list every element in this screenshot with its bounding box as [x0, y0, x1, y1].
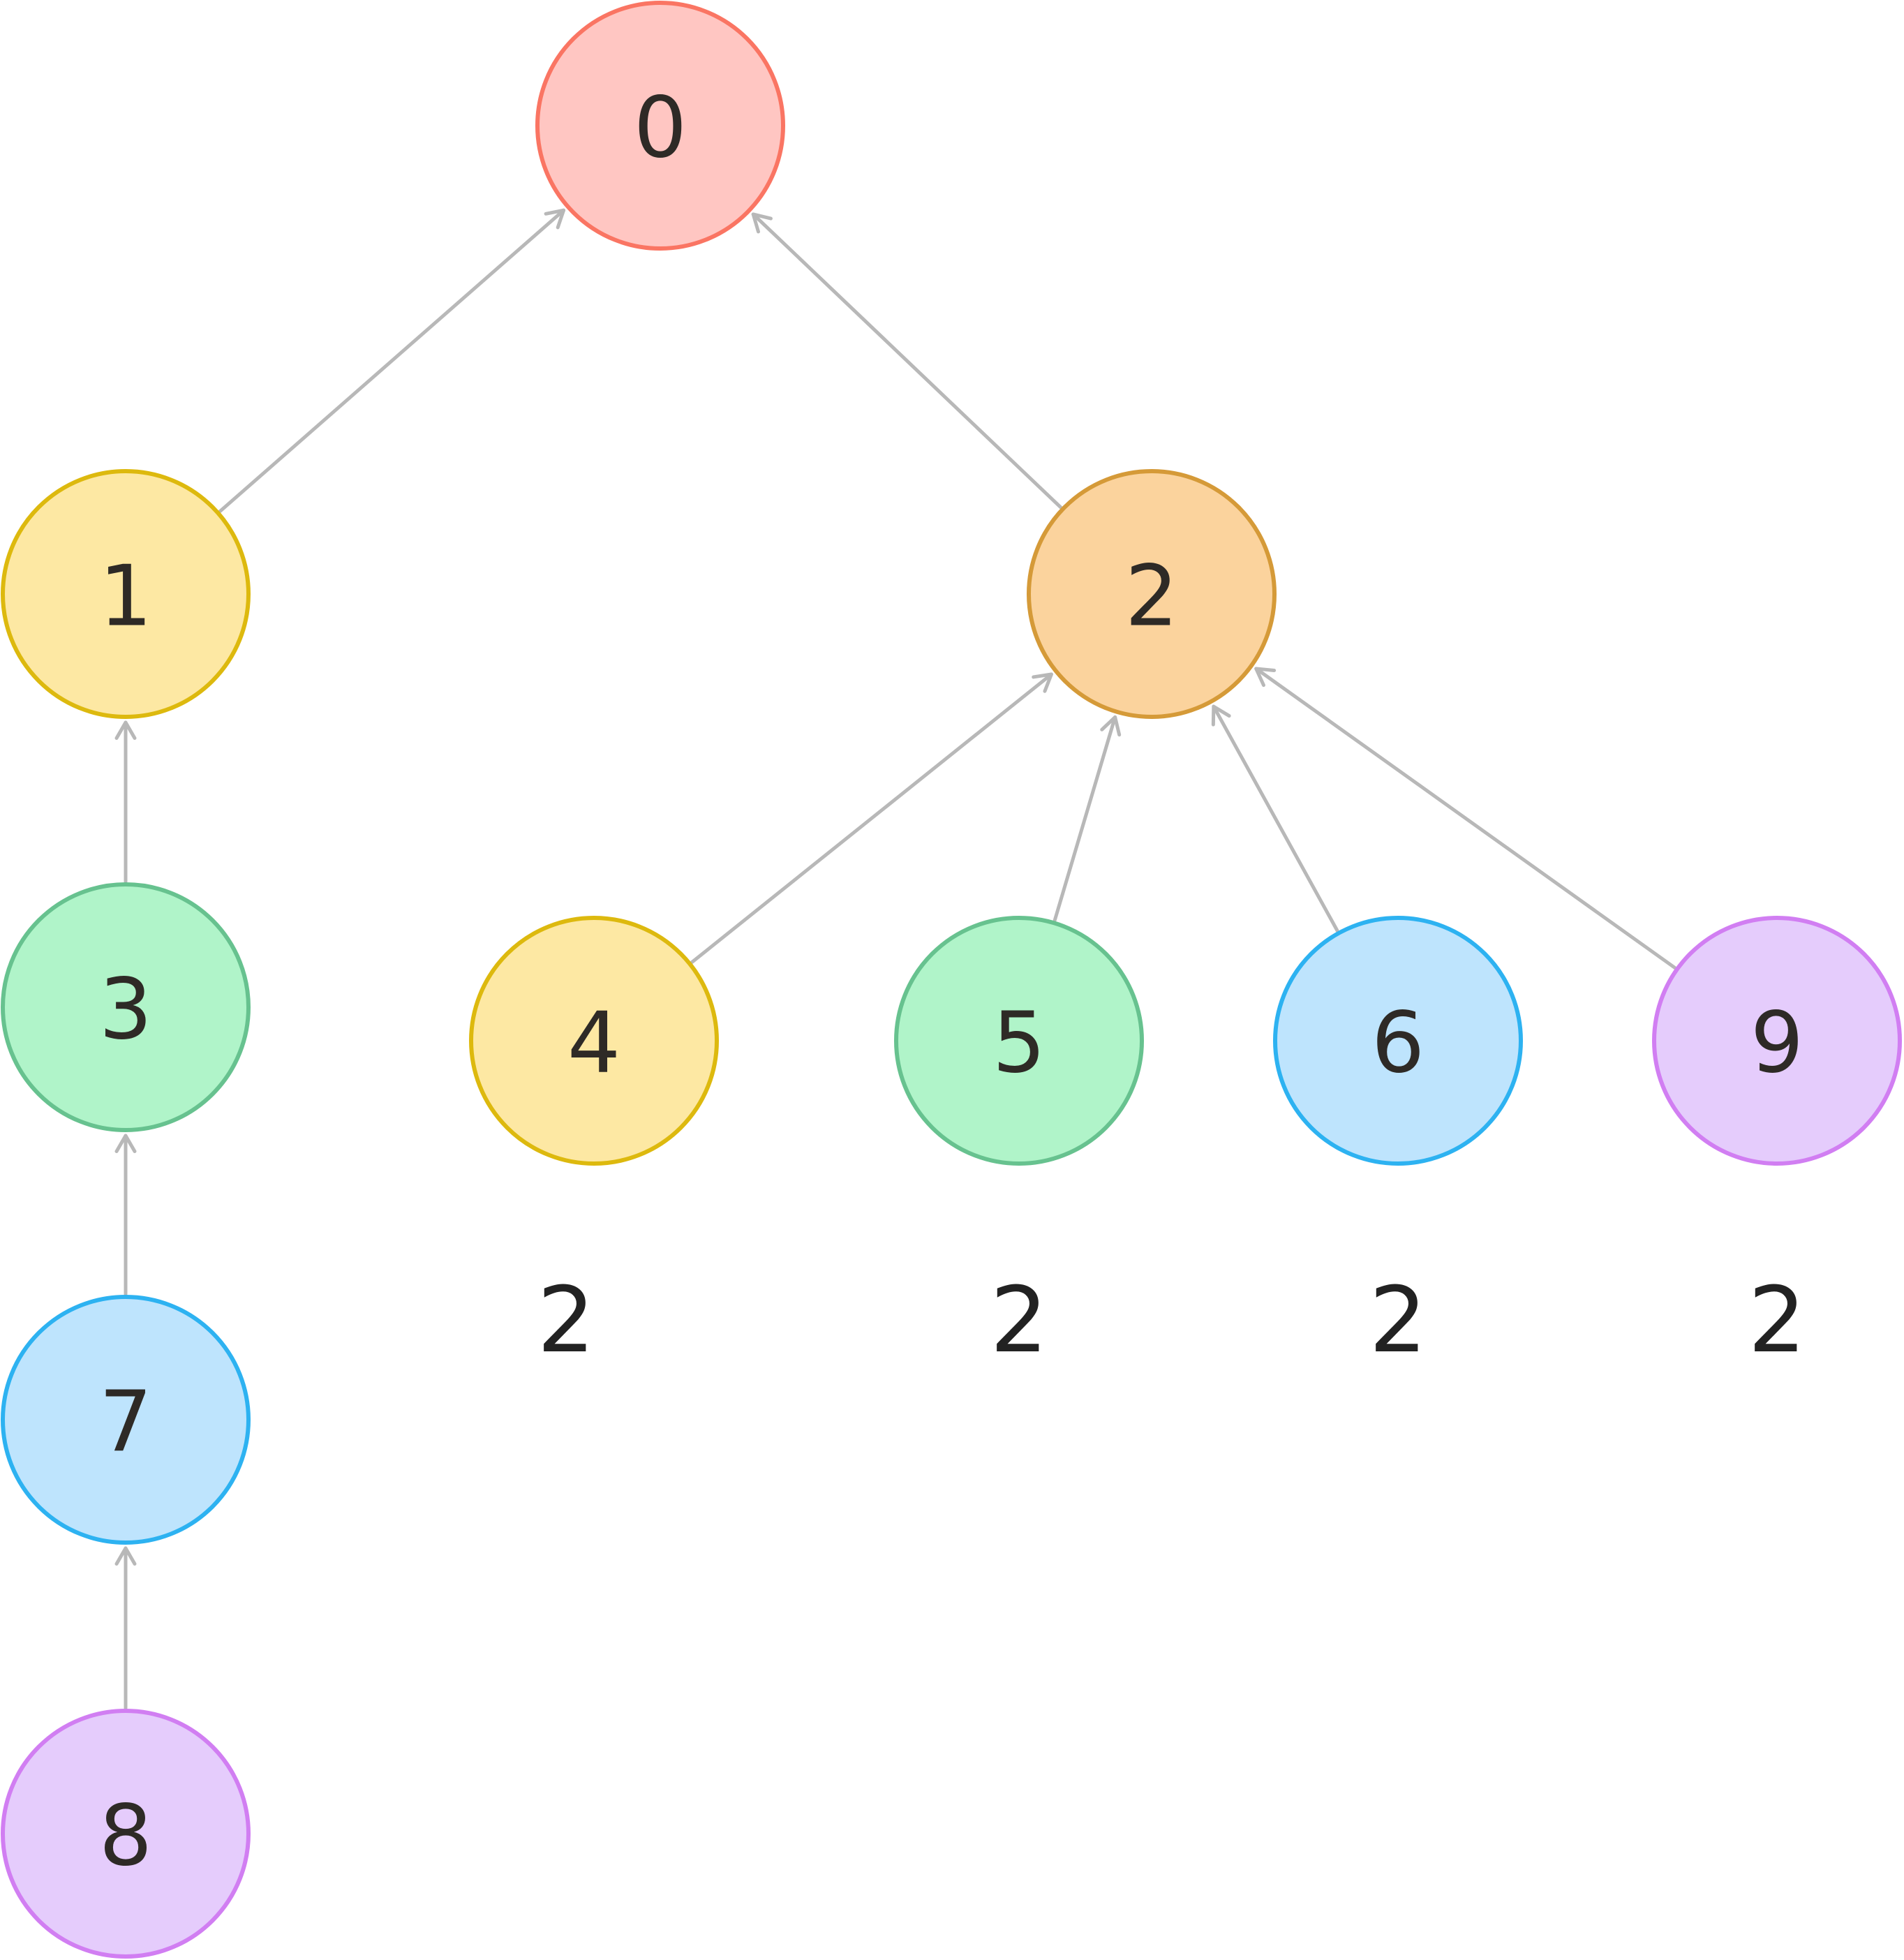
- edge-2-to-0: [751, 212, 1063, 510]
- arrow-head-icon: [751, 212, 773, 234]
- node-label: 4: [567, 995, 620, 1092]
- node-1: 1: [1, 469, 251, 719]
- edge-line: [1254, 667, 1677, 970]
- note-under-node-9: 2: [1748, 1267, 1806, 1373]
- edge-9-to-2: [1254, 667, 1677, 970]
- edge-5-to-2: [1053, 715, 1122, 922]
- node-label: 1: [99, 549, 152, 646]
- node-circle: [1, 1295, 251, 1545]
- edge-line: [218, 208, 566, 513]
- node-label: 0: [634, 80, 687, 177]
- edge-7-to-3: [114, 1134, 137, 1296]
- note-under-node-6: 2: [1369, 1267, 1427, 1373]
- arrow-head-icon: [1100, 715, 1122, 737]
- node-3: 3: [1, 882, 251, 1132]
- node-circle: [469, 916, 719, 1166]
- node-4: 4: [469, 916, 719, 1166]
- arrow-head-icon: [114, 720, 137, 741]
- node-circle: [535, 1, 785, 251]
- node-label: 2: [1125, 549, 1178, 646]
- edge-4-to-2: [690, 672, 1053, 964]
- node-0: 0: [535, 1, 785, 251]
- arrow-head-icon: [1032, 672, 1053, 693]
- node-6: 6: [1273, 916, 1523, 1166]
- node-circle: [1, 469, 251, 719]
- edge-line: [690, 672, 1053, 964]
- node-label: 7: [99, 1374, 152, 1471]
- edge-line: [1212, 704, 1339, 933]
- node-5: 5: [894, 916, 1144, 1166]
- node-circle: [1652, 916, 1902, 1166]
- arrow-head-icon: [114, 1546, 137, 1566]
- node-circle: [894, 916, 1144, 1166]
- node-8: 8: [1, 1709, 251, 1959]
- node-2: 2: [1027, 469, 1277, 719]
- node-label: 8: [99, 1788, 152, 1885]
- notes-layer: 2 2 2 2: [537, 1267, 1806, 1373]
- node-circle: [1, 882, 251, 1132]
- edge-3-to-1: [114, 720, 137, 884]
- edge-1-to-0: [218, 208, 566, 513]
- edge-line: [751, 212, 1063, 510]
- node-9: 9: [1652, 916, 1902, 1166]
- arrow-head-icon: [1254, 667, 1277, 688]
- arrow-head-icon: [1211, 704, 1231, 727]
- node-label: 3: [99, 962, 152, 1059]
- arrow-head-icon: [544, 208, 566, 230]
- node-circle: [1273, 916, 1523, 1166]
- node-label: 9: [1750, 995, 1803, 1092]
- node-7: 7: [1, 1295, 251, 1545]
- edge-6-to-2: [1211, 704, 1339, 933]
- edges-layer: [114, 208, 1677, 1710]
- edge-8-to-7: [114, 1546, 137, 1710]
- node-circle: [1027, 469, 1277, 719]
- note-under-node-5: 2: [990, 1267, 1048, 1373]
- node-label: 5: [992, 995, 1046, 1092]
- edge-line: [1053, 715, 1117, 922]
- note-under-node-4: 2: [537, 1267, 595, 1373]
- node-circle: [1, 1709, 251, 1959]
- node-label: 6: [1371, 995, 1425, 1092]
- arrow-head-icon: [114, 1134, 137, 1154]
